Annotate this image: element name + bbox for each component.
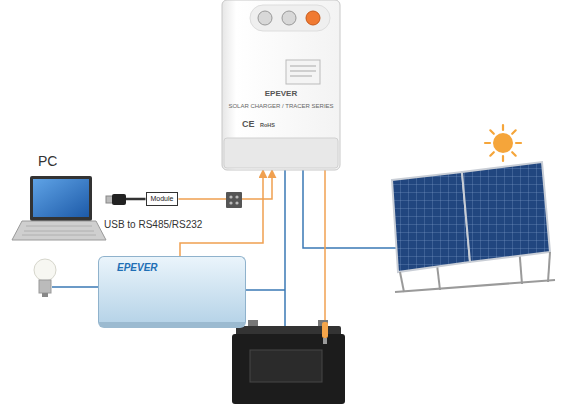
terminal-screw	[235, 201, 238, 204]
laptop-screen-frame	[30, 176, 92, 221]
battery-wire	[284, 170, 286, 332]
sensor-tip	[323, 338, 327, 344]
solar-panel	[462, 162, 550, 262]
inverter-battery-wire	[246, 289, 285, 291]
battery-label	[250, 350, 322, 382]
pc-laptop: PC	[14, 153, 106, 245]
sun-ray	[516, 142, 521, 144]
sun-ray	[502, 125, 504, 130]
laptop-keys	[22, 226, 96, 235]
module-name: Module	[151, 195, 174, 203]
device-name: PC	[38, 153, 57, 169]
charge-controller: EPEVER SOLAR CHARGER / TRACER SERIES CE RoH…	[222, 0, 342, 170]
rs485-module: Module	[146, 192, 179, 206]
usb-plug-body	[112, 194, 126, 205]
terminal-cover	[224, 138, 338, 168]
panel-base	[395, 280, 555, 292]
brand-name: EPEVER	[117, 262, 158, 274]
sun-ray	[490, 130, 494, 134]
solar-panel	[392, 172, 470, 272]
cable-label: USB to RS485/RS232	[104, 219, 202, 231]
battery-body	[232, 334, 345, 404]
sun-ray	[512, 152, 516, 156]
sun-ray	[502, 156, 504, 161]
terminal-screw	[229, 195, 232, 198]
terminal-screw	[229, 201, 232, 204]
indicator-button	[258, 11, 272, 25]
panel-leg	[548, 252, 550, 282]
sun	[493, 133, 513, 153]
button-panel	[250, 5, 330, 31]
pv-wire	[303, 170, 398, 248]
temperature-sensor	[322, 322, 328, 338]
ce-mark: CE	[242, 119, 255, 129]
sensor-wire	[324, 170, 326, 322]
rohs-mark: RoHS	[260, 122, 275, 128]
communication-line	[180, 170, 263, 256]
indicator-button	[306, 11, 320, 25]
usb-plug-tip	[106, 196, 113, 203]
panel-leg	[400, 272, 404, 292]
status-label	[286, 60, 320, 84]
laptop-display	[33, 179, 89, 217]
terminal-screw	[235, 195, 238, 198]
bulb-base	[39, 280, 51, 293]
sun-ray	[485, 142, 490, 144]
controller-housing	[222, 0, 340, 170]
bulb-glass	[34, 259, 56, 281]
laptop-base	[12, 221, 106, 240]
load-wire	[52, 286, 98, 288]
sun-ray	[512, 130, 516, 134]
brand-name: EPEVER	[222, 89, 340, 98]
inverter: EPEVER	[98, 256, 246, 328]
communication-line	[178, 170, 272, 199]
terminal-block	[226, 192, 242, 208]
status-lines	[290, 66, 316, 76]
sun-rays	[485, 125, 521, 161]
product-series: SOLAR CHARGER / TRACER SERIES	[222, 103, 340, 110]
sun-ray	[490, 152, 494, 156]
indicator-button	[282, 11, 296, 25]
bulb-contact	[42, 293, 48, 297]
